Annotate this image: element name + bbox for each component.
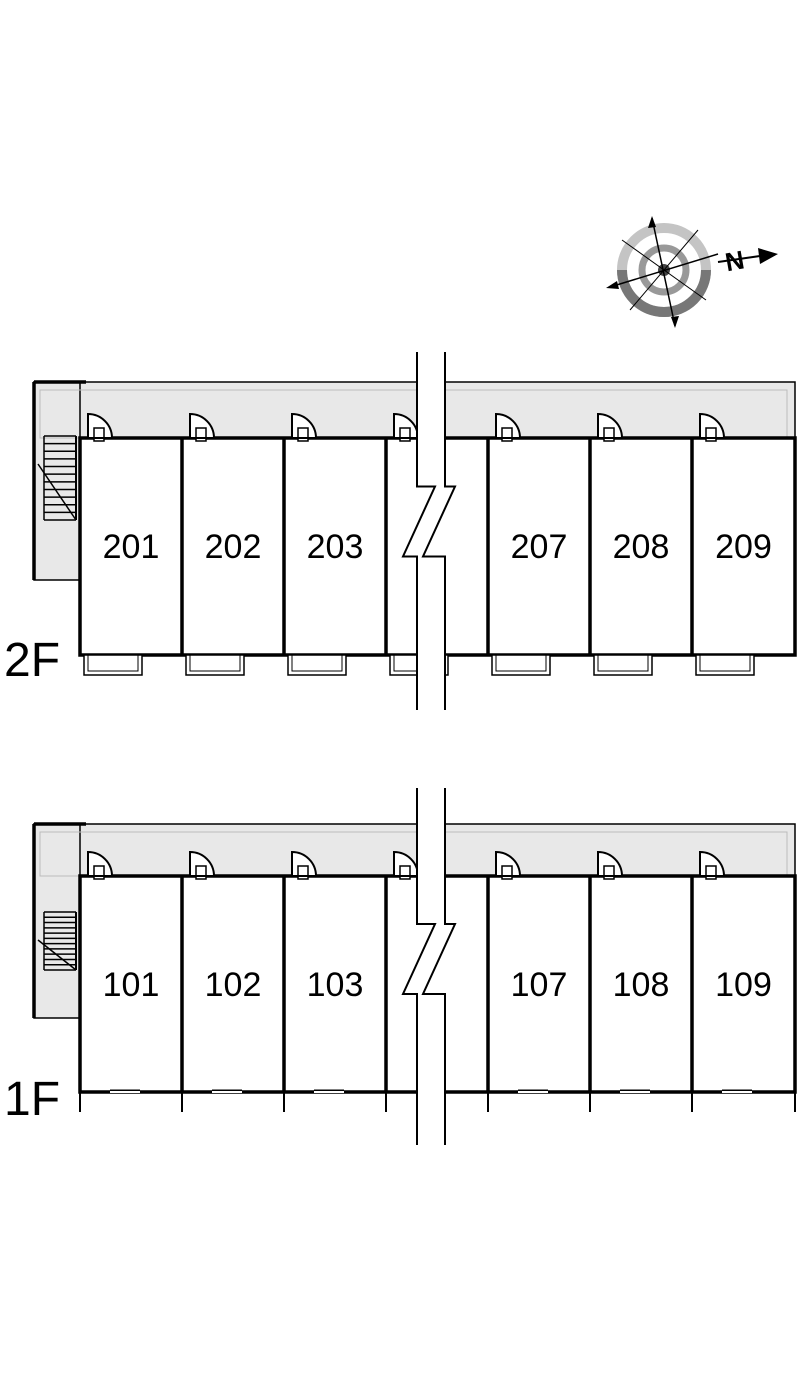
floor-label: 1F (4, 1073, 60, 1126)
compass-icon: N (606, 216, 778, 328)
north-label: N (723, 245, 747, 278)
room-101: 101 (103, 966, 160, 1004)
room-102: 102 (205, 966, 262, 1004)
staircase-icon (37, 435, 77, 521)
balcony (287, 654, 347, 676)
balcony (593, 654, 653, 676)
staircase-icon (37, 911, 77, 971)
balcony (695, 654, 755, 676)
room-103: 103 (307, 966, 364, 1004)
room-107: 107 (511, 966, 568, 1004)
floor-1f: 101 102 103 107 108 109 1F (4, 788, 797, 1145)
floor-label: 2F (4, 634, 60, 687)
floor-2f: 201 202 203 207 208 209 2F (4, 352, 797, 710)
room-207: 207 (511, 528, 568, 566)
room-109: 109 (715, 966, 772, 1004)
balcony (185, 654, 245, 676)
stair-landing (33, 823, 81, 1019)
stair-landing (33, 381, 81, 581)
room-203: 203 (307, 528, 364, 566)
balcony (491, 654, 551, 676)
room-201: 201 (103, 528, 160, 566)
balcony (83, 654, 143, 676)
room-208: 208 (613, 528, 670, 566)
room-209: 209 (715, 528, 772, 566)
break-line (401, 788, 457, 1145)
room-108: 108 (613, 966, 670, 1004)
break-line (401, 352, 457, 710)
room-202: 202 (205, 528, 262, 566)
